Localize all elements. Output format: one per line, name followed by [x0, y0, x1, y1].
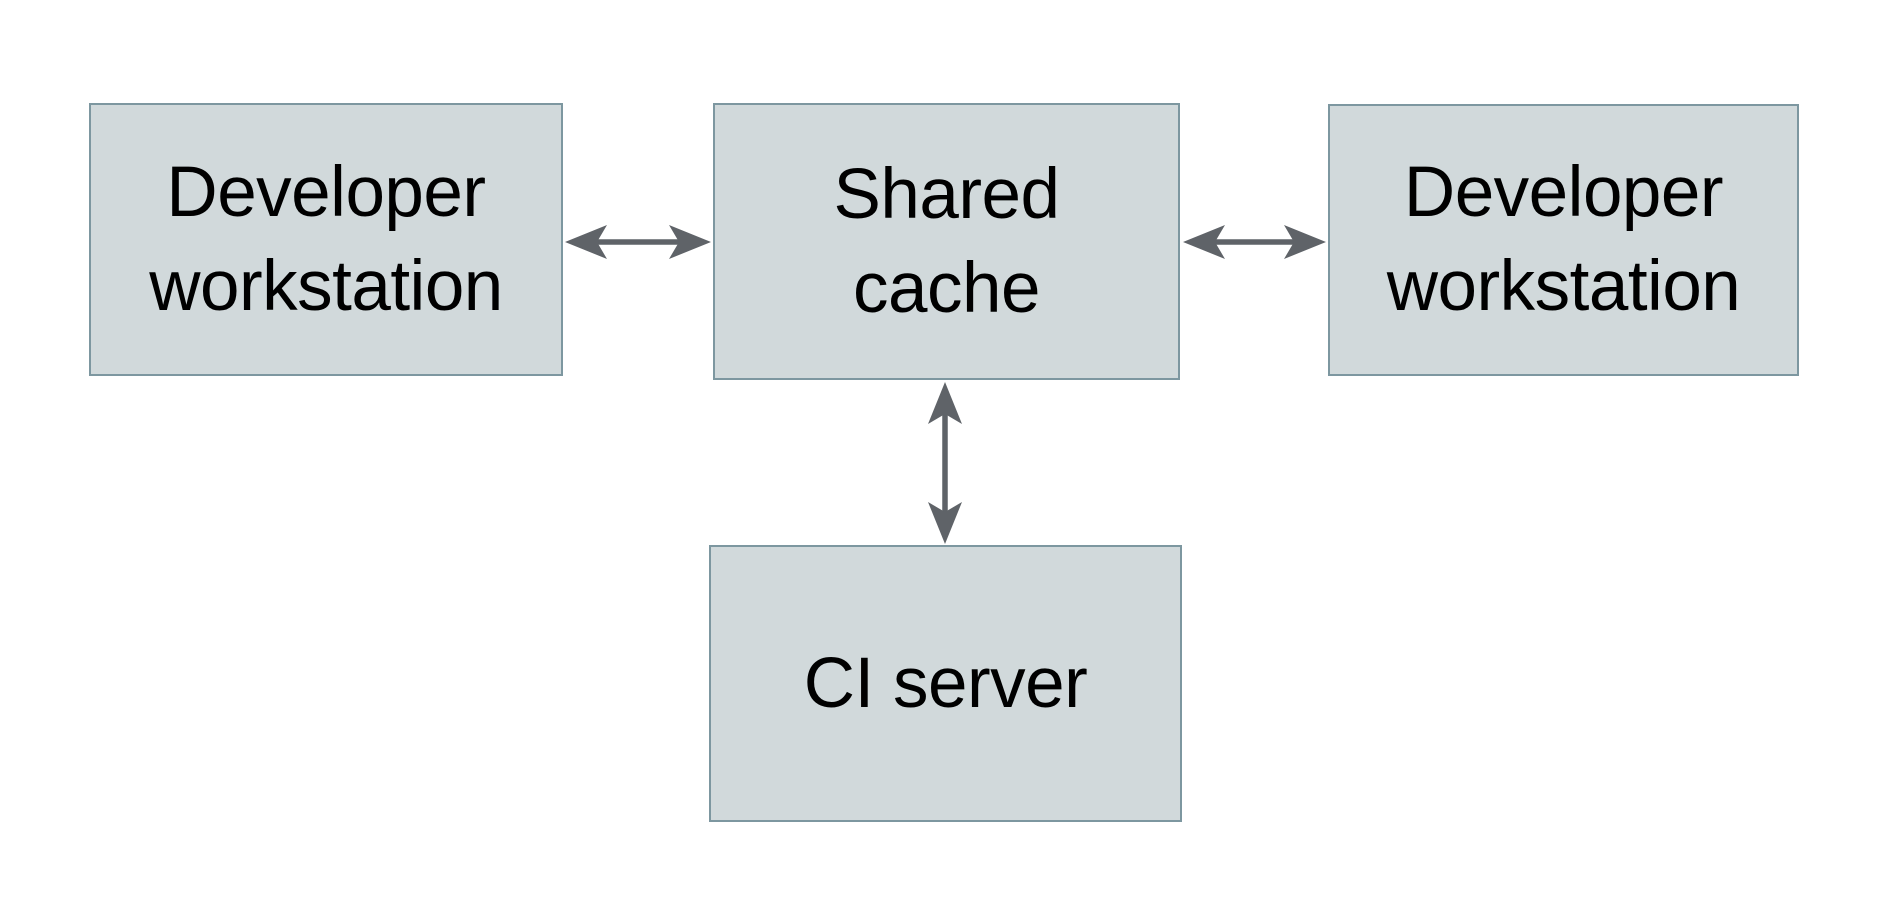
bidirectional-arrow-cache-right-workstation — [1183, 225, 1326, 259]
bidirectional-arrow-left-workstation-cache — [565, 225, 711, 259]
node-label-developer-workstation-right: Developer workstation — [1386, 153, 1741, 326]
node-label-shared-cache: Shared cache — [833, 154, 1060, 328]
node-label-developer-workstation-left: Developer workstation — [149, 152, 503, 326]
node-label-ci-server: CI server — [803, 643, 1088, 723]
node-shared-cache: Shared cache — [713, 103, 1180, 380]
node-developer-workstation-left: Developer workstation — [89, 103, 563, 376]
node-developer-workstation-right: Developer workstation — [1328, 104, 1799, 376]
node-ci-server: CI server — [709, 545, 1182, 822]
bidirectional-arrow-cache-ci-server — [928, 382, 962, 544]
